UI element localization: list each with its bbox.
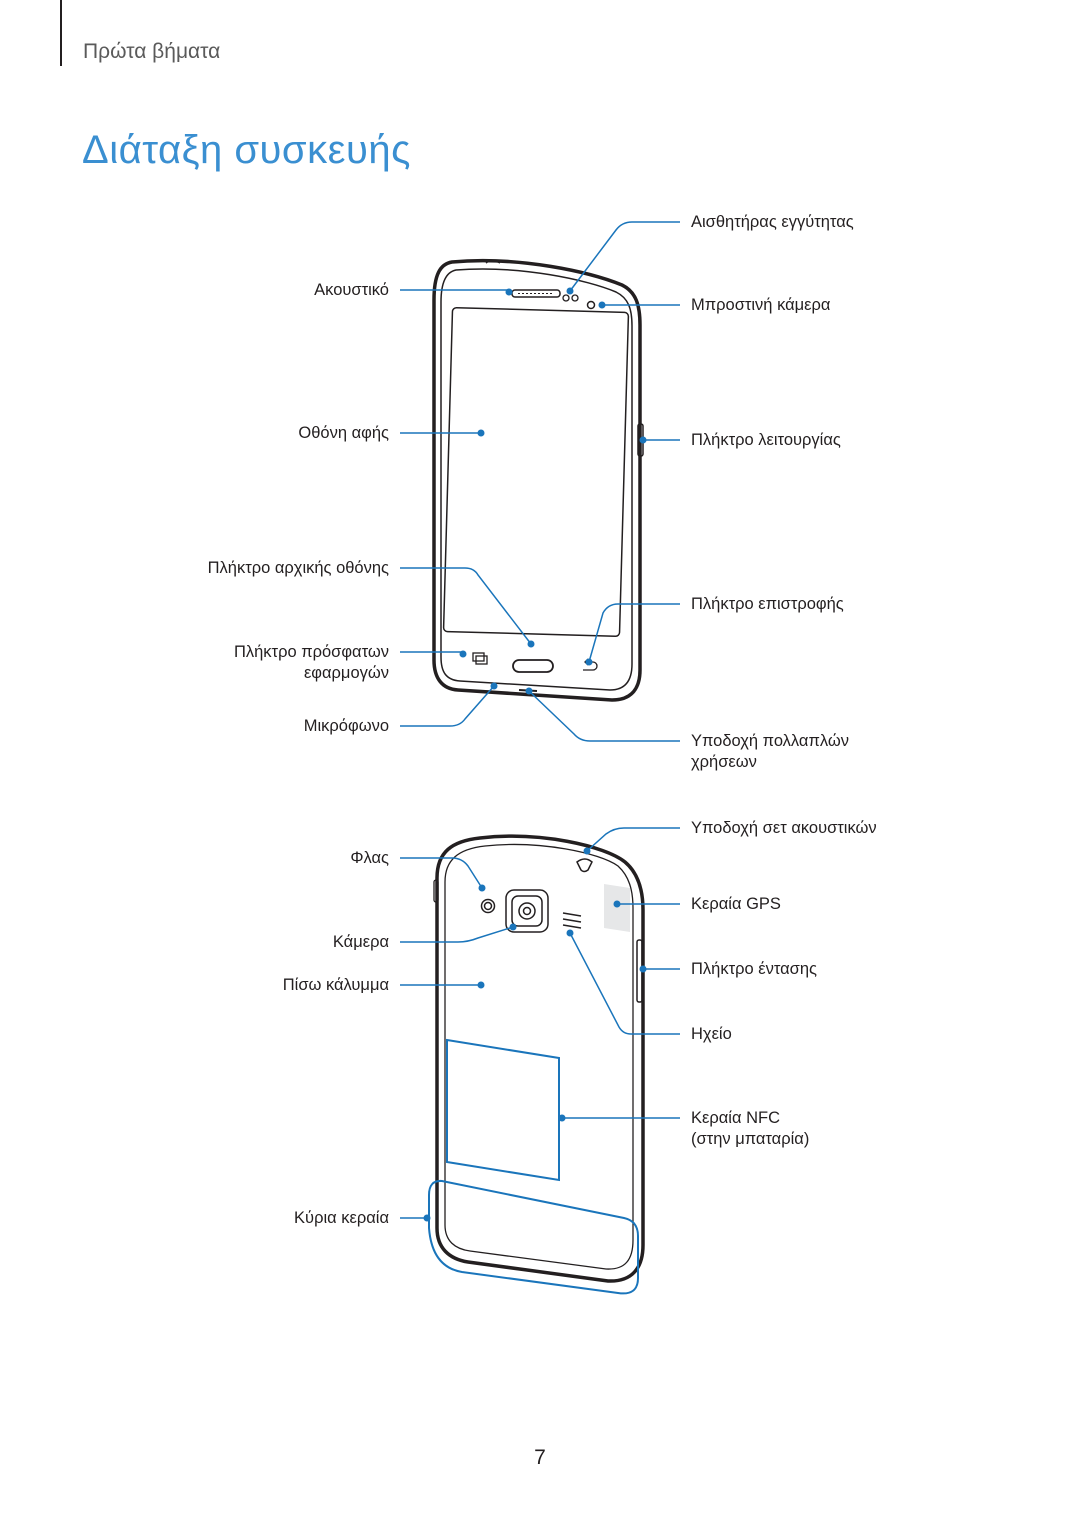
label-front-camera: Μπροστινή κάμερα	[691, 296, 831, 314]
label-proximity-sensor: Αισθητήρας εγγύτητας	[691, 213, 854, 231]
callout-proximity	[569, 221, 680, 292]
label-recent-apps-line2: εφαρμογών	[303, 664, 389, 682]
label-home-key: Πλήκτρο αρχικής οθόνης	[207, 559, 389, 577]
front-phone-body	[432, 258, 642, 702]
label-flash: Φλας	[350, 849, 389, 867]
label-volume-key: Πλήκτρο έντασης	[691, 960, 817, 978]
home-key-body	[512, 659, 554, 673]
label-nfc-antenna-line2: (στην μπαταρία)	[691, 1130, 810, 1148]
callout-multipurpose-jack	[528, 690, 680, 742]
label-multipurpose-jack-line2: χρήσεων	[691, 753, 757, 771]
front-camera-lens	[586, 300, 596, 310]
page-title: Διάταξη συσκευής	[82, 128, 411, 172]
label-main-antenna: Κύρια κεραία	[294, 1209, 389, 1227]
label-nfc-antenna-line1: Κεραία NFC	[691, 1109, 780, 1127]
section-rule	[60, 0, 62, 66]
callout-back-key	[588, 603, 680, 663]
callout-headset-jack	[586, 827, 680, 852]
proximity-sensor-right	[571, 294, 579, 302]
callout-dots	[423, 287, 647, 1222]
back-left-side-key	[433, 879, 439, 903]
gps-antenna-area	[604, 884, 630, 932]
label-gps-antenna: Κεραία GPS	[691, 895, 781, 913]
back-phone-inner	[444, 843, 634, 1270]
label-speaker: Ηχείο	[691, 1025, 732, 1043]
callout-camera	[400, 926, 514, 943]
callout-speaker	[569, 932, 680, 1035]
proximity-sensor-left	[562, 294, 570, 302]
camera-lens-icon	[505, 889, 549, 933]
callout-microphone	[400, 685, 495, 727]
label-camera: Κάμερα	[332, 933, 389, 951]
front-top-notch	[485, 259, 501, 264]
label-power-key: Πλήκτρο λειτουργίας	[691, 431, 841, 449]
headset-jack-body	[576, 858, 593, 873]
label-multipurpose-jack-line1: Υποδοχή πολλαπλών	[691, 732, 849, 750]
flash-icon	[480, 898, 496, 914]
main-antenna-outline	[428, 1179, 639, 1295]
back-phone-body	[435, 834, 645, 1283]
callout-flash	[400, 857, 483, 889]
section-title: Πρώτα βήματα	[83, 40, 221, 63]
label-touchscreen: Οθόνη αφής	[298, 424, 389, 442]
touchscreen-area	[442, 306, 630, 638]
callout-home-key	[400, 567, 532, 645]
back-phone	[433, 834, 645, 1283]
page-number: 7	[534, 1446, 546, 1469]
front-phone	[432, 258, 644, 702]
label-back-key: Πλήκτρο επιστροφής	[691, 595, 844, 613]
front-phone-bezel	[440, 268, 633, 691]
label-microphone: Μικρόφωνο	[303, 717, 389, 735]
recent-apps-icon	[472, 652, 488, 665]
nfc-antenna-outline	[446, 1038, 560, 1182]
label-back-cover: Πίσω κάλυμμα	[282, 976, 389, 994]
label-recent-apps-line1: Πλήκτρο πρόσφατων	[233, 643, 389, 661]
speaker-grille	[562, 912, 582, 929]
label-headset-jack: Υποδοχή σετ ακουστικών	[691, 819, 877, 837]
callout-lines	[400, 221, 680, 1219]
label-earpiece: Ακουστικό	[314, 281, 389, 299]
